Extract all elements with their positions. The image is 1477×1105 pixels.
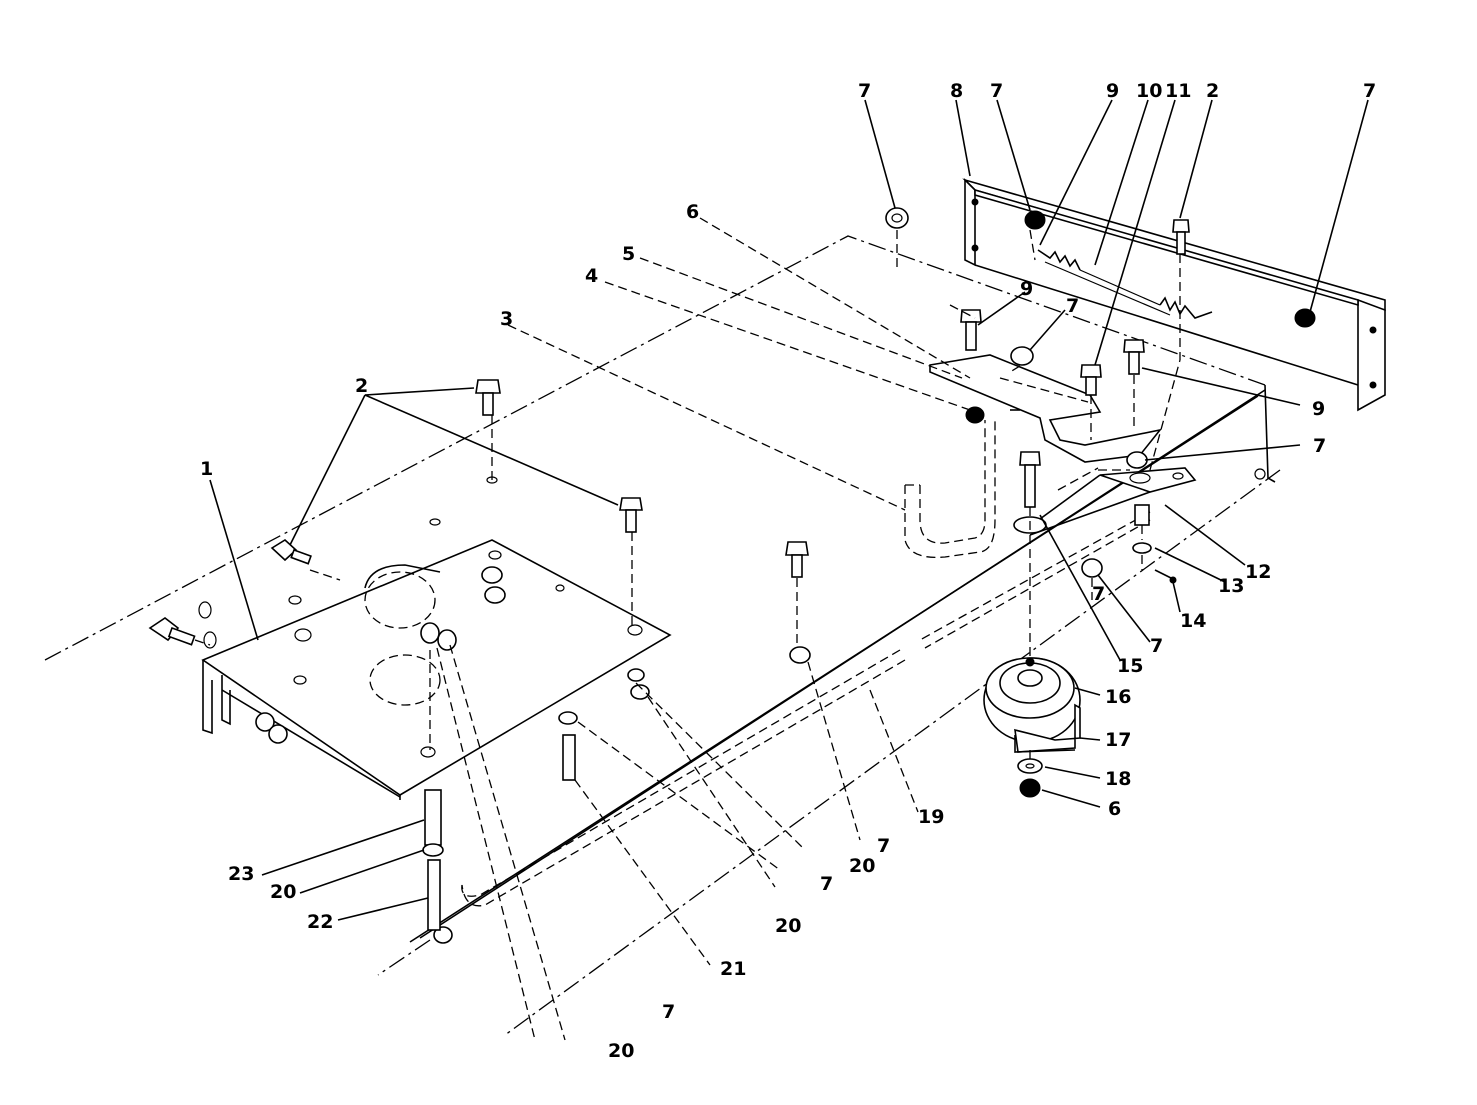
nut-side-left (255, 712, 288, 744)
nut-arm (1126, 451, 1148, 469)
callout-9: 9 (1106, 80, 1119, 102)
callout-2: 2 (1206, 80, 1219, 102)
nut-guide (1010, 346, 1034, 366)
idler-pulley (983, 657, 1081, 743)
bolt-9-mid (960, 309, 982, 351)
callout-7: 7 (990, 80, 1003, 102)
control-rod (904, 420, 996, 559)
mounting-plate (198, 476, 672, 800)
callout-20: 20 (775, 915, 801, 937)
nut-pair-plate (420, 566, 506, 651)
side-bolt-left (148, 617, 196, 646)
pivot-stud (1013, 504, 1152, 554)
callout-7: 7 (662, 1001, 675, 1023)
callout-4: 4 (585, 265, 598, 287)
callout-7: 7 (1150, 635, 1163, 657)
bolt-2-upper (475, 379, 501, 416)
callout-7: 7 (1363, 80, 1376, 102)
spring (1037, 249, 1213, 319)
bolt-9-right (1123, 339, 1145, 375)
callout-5: 5 (622, 243, 635, 265)
callout-6: 6 (686, 201, 699, 223)
bolt-2-bracket (1172, 219, 1190, 255)
nut-20 (627, 668, 650, 700)
callout-9: 9 (1020, 278, 1033, 300)
callout-labels: 1 2 2 3 4 5 6 6 7 7 7 7 7 7 7 7 7 7 8 9 … (200, 80, 1376, 1062)
callout-7: 7 (820, 873, 833, 895)
rear-bracket (962, 178, 1386, 412)
callout-20: 20 (270, 881, 296, 903)
callout-2: 2 (355, 375, 368, 397)
callout-1: 1 (200, 458, 213, 480)
callout-20: 20 (608, 1040, 634, 1062)
washer (1017, 758, 1043, 774)
callout-7: 7 (877, 835, 890, 857)
callout-12: 12 (1245, 561, 1271, 583)
small-pin (1154, 569, 1177, 584)
callout-14: 14 (1180, 610, 1206, 632)
nut-bracket-left (1024, 210, 1046, 230)
callout-9: 9 (1312, 398, 1325, 420)
callout-16: 16 (1105, 686, 1131, 708)
nut-bracket-right (1294, 308, 1316, 328)
idler-arm (1024, 467, 1197, 536)
guide-plate (929, 354, 1162, 463)
nut-center (789, 646, 811, 664)
stud-bolt (422, 789, 444, 931)
dashed-assembly-lines (194, 217, 1181, 1041)
nut-rod (965, 406, 985, 424)
callout-10: 10 (1136, 80, 1162, 102)
callout-7: 7 (858, 80, 871, 102)
callout-22: 22 (307, 911, 333, 933)
callout-18: 18 (1105, 768, 1131, 790)
bolt-pulley (1019, 451, 1041, 508)
callout-17: 17 (1105, 729, 1131, 751)
nut-top-left (885, 207, 909, 229)
leader-lines (209, 99, 1369, 808)
leaders-lower (261, 819, 429, 921)
callout-3: 3 (500, 308, 513, 330)
nut-7-low (1081, 558, 1103, 578)
callout-7: 7 (1092, 583, 1105, 605)
callout-21: 21 (720, 958, 746, 980)
spacer-stud (558, 711, 578, 781)
callout-15: 15 (1117, 655, 1143, 677)
callout-20: 20 (849, 855, 875, 877)
callout-8: 8 (950, 80, 963, 102)
callout-7: 7 (1066, 295, 1079, 317)
callout-19: 19 (918, 806, 944, 828)
callout-13: 13 (1218, 575, 1244, 597)
callout-11: 11 (1165, 80, 1191, 102)
pulley-nut (1019, 778, 1041, 798)
bolt-center (785, 541, 809, 578)
pulley-bracket (1014, 703, 1081, 753)
nut-bottom (433, 926, 453, 944)
bolt-2-mid (619, 497, 643, 533)
lower-bar (461, 511, 1151, 907)
callout-7: 7 (1313, 435, 1326, 457)
bolt-10 (1080, 364, 1102, 396)
callout-6: 6 (1108, 798, 1121, 820)
callout-23: 23 (228, 863, 254, 885)
